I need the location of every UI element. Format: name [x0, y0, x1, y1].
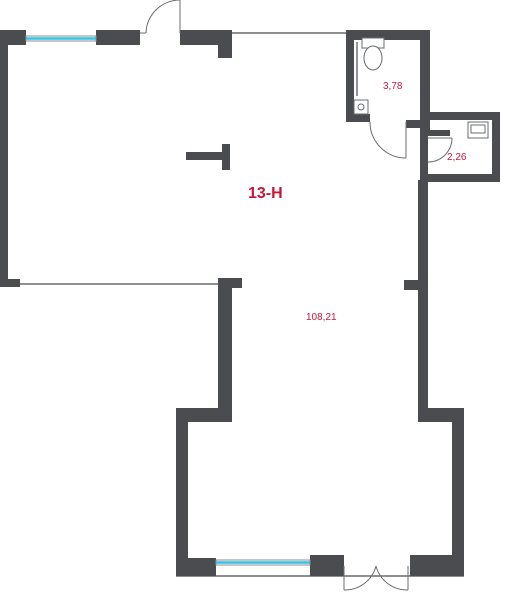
sink-icon-2 — [467, 121, 489, 139]
door-top-entrance — [140, 0, 181, 34]
door-bathroom-1 — [369, 121, 407, 159]
bath2-wall-left — [420, 112, 428, 182]
wall-lower-jog — [176, 408, 232, 422]
wall-middle — [0, 279, 20, 287]
wall-top-right-stub — [218, 30, 232, 58]
wall-left — [0, 30, 8, 285]
bath2-wall-bottom — [420, 174, 500, 182]
bath1-wall-right — [420, 30, 430, 130]
wall-right-stub — [404, 280, 422, 290]
window-top — [25, 35, 97, 42]
wall-right-jog — [418, 408, 464, 422]
sink-icon — [353, 99, 369, 115]
wall-right-lower — [452, 408, 464, 576]
window-bottom — [215, 559, 311, 566]
bath1-wall-left — [346, 30, 354, 122]
bath2-wall-top — [420, 112, 500, 120]
bath1-wall-bottom — [346, 114, 370, 122]
walls — [0, 30, 500, 577]
wall-lower-left-upper — [218, 278, 232, 418]
wall-right — [418, 180, 428, 420]
wall-bottom-left — [176, 558, 216, 576]
unit-label: 13-Н — [248, 185, 283, 202]
bath1-wall-top — [352, 30, 430, 40]
door-bottom-entrance — [343, 565, 409, 591]
toilet-icon — [361, 37, 385, 71]
area-label-main-hall: 108,21 — [306, 312, 337, 323]
wall-bottom-mid — [310, 555, 344, 576]
door-bathroom-2 — [427, 137, 453, 163]
bath2-wall-inner — [428, 130, 450, 136]
wall-top-mid — [96, 30, 140, 45]
area-label-bathroom-2: 2,26 — [447, 152, 467, 163]
wall-bottom-right — [410, 555, 464, 576]
bath2-wall-right — [492, 112, 500, 182]
wall-partition-bar — [186, 152, 230, 160]
bath1-wall-bottom-right — [406, 120, 420, 128]
wall-lower-left — [176, 408, 188, 576]
area-label-bathroom-1: 3,78 — [383, 81, 403, 92]
